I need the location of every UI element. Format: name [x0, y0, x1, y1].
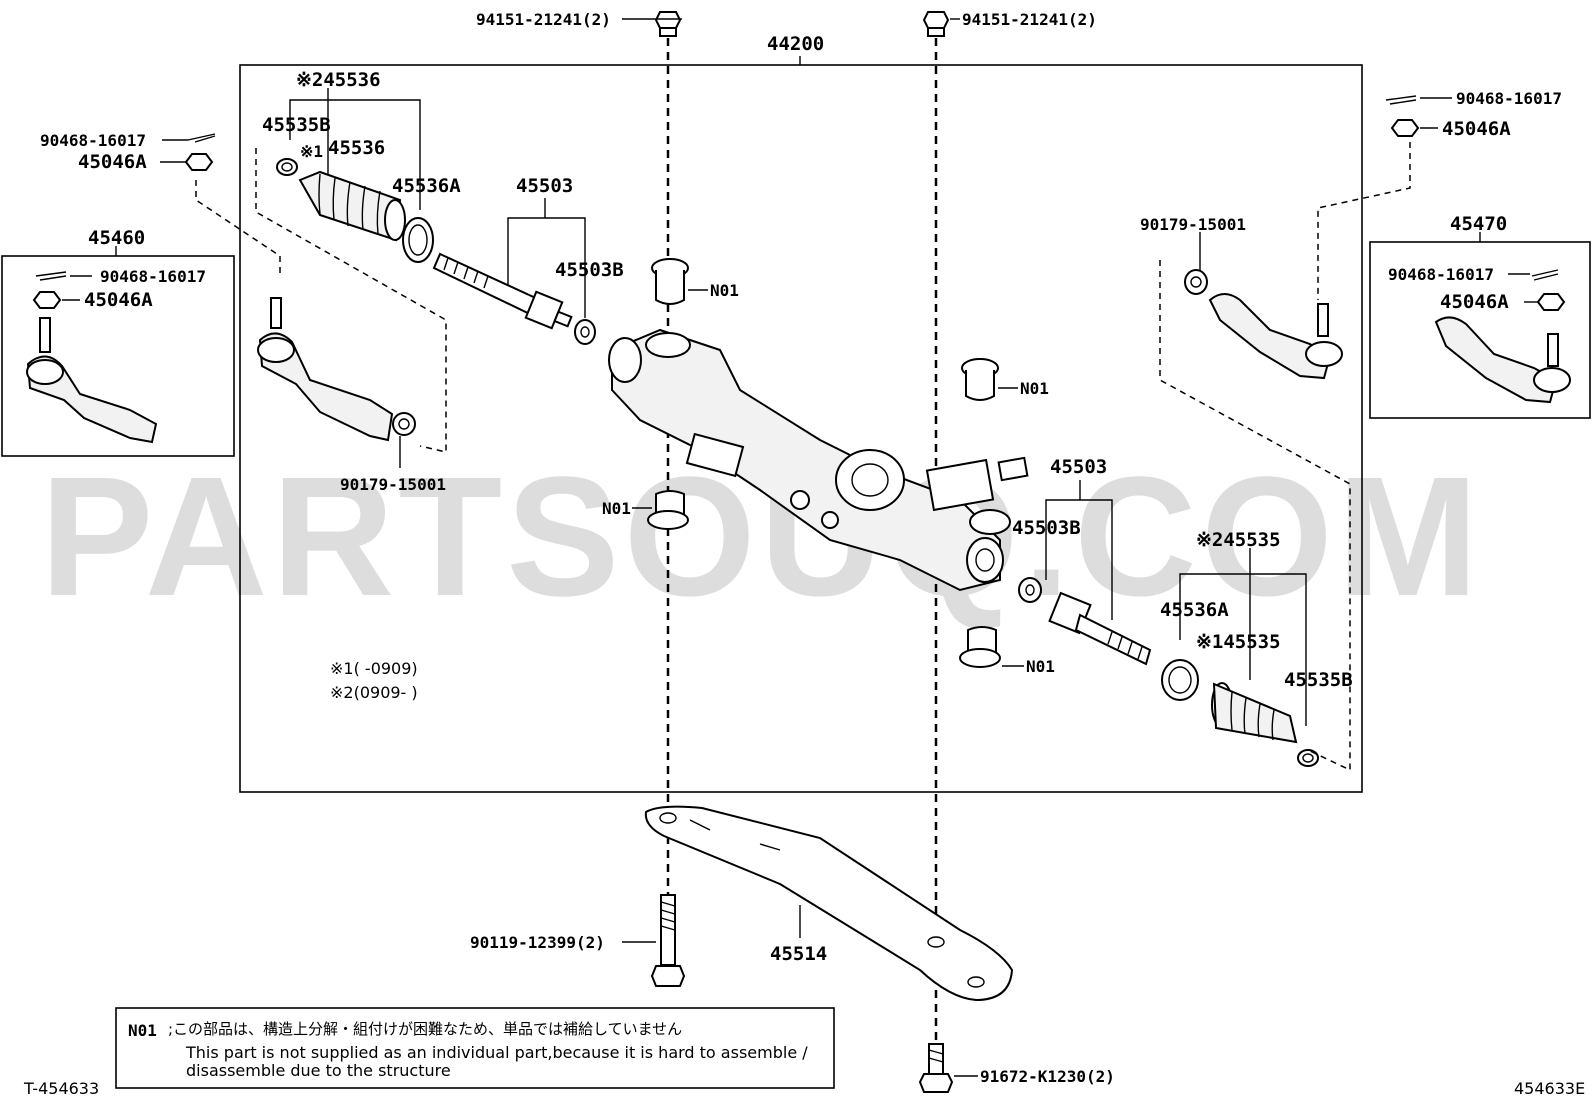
label-90468-16017-right-inset[interactable]: 90468-16017: [1388, 265, 1494, 284]
bushing-n01-mid-left: [647, 490, 689, 530]
label-90468-16017-left-inset[interactable]: 90468-16017: [100, 267, 206, 286]
rack-end-right: [1048, 591, 1152, 666]
exploded-outline-left: [255, 148, 447, 453]
illustration-id-right: 454633E: [1514, 1079, 1585, 1098]
cushion-left: [392, 412, 416, 436]
label-45535b-right[interactable]: 45535B: [1284, 669, 1353, 691]
label-45046a-left-inset[interactable]: 45046A: [84, 289, 153, 311]
cushion-right: [1184, 269, 1208, 295]
exploded-outline-right: [1159, 260, 1351, 772]
label-45536a-right[interactable]: 45536A: [1160, 599, 1229, 621]
label-90179-15001-left[interactable]: 90179-15001: [340, 475, 446, 494]
label-44200[interactable]: 44200: [767, 33, 824, 55]
bolt-top-left: [654, 11, 682, 37]
legend-code: N01: [128, 1021, 157, 1040]
label-ref1-45535[interactable]: ※145535: [1196, 631, 1281, 653]
label-45503b-left[interactable]: 45503B: [555, 259, 624, 281]
label-45046a-left-outer[interactable]: 45046A: [78, 151, 147, 173]
label-ref2-45535[interactable]: ※245535: [1196, 529, 1281, 551]
tie-rod-end-left: [257, 297, 394, 442]
legend-box: [115, 1007, 835, 1089]
label-ref2-45536[interactable]: ※245536: [296, 69, 381, 91]
washer-right: [1018, 577, 1042, 603]
illustration-id-left: T-454633: [23, 1079, 99, 1098]
label-94151-21241-left[interactable]: 94151-21241(2): [476, 10, 611, 29]
boot-clamp-ring-right: [1161, 659, 1199, 701]
bushing-n01-top: [651, 258, 689, 305]
label-90468-16017-right-outer[interactable]: 90468-16017: [1456, 89, 1562, 108]
label-n01-mid-right[interactable]: N01: [1020, 379, 1049, 398]
label-90179-15001-right[interactable]: 90179-15001: [1140, 215, 1246, 234]
label-45503-right[interactable]: 45503: [1050, 456, 1107, 478]
label-45503b-right[interactable]: 45503B: [1012, 517, 1081, 539]
washer-left: [574, 319, 596, 345]
tie-rod-end-right: [1208, 293, 1343, 380]
legend-english-line1: This part is not supplied as an individu…: [185, 1043, 808, 1062]
boot-clamp-right: [1297, 749, 1319, 767]
steering-boot-right: [1211, 682, 1298, 744]
label-45514[interactable]: 45514: [770, 943, 827, 965]
label-45536a-left[interactable]: 45536A: [392, 175, 461, 197]
assembly-frame: [239, 64, 1363, 793]
cotter-pin-left-outer: [187, 133, 216, 143]
tie-rod-end-left-inset: [26, 317, 158, 444]
cotter-pin-right-inset: [1531, 269, 1559, 281]
bolt-top-right: [922, 11, 950, 37]
steering-boot-left: [298, 170, 406, 242]
bushing-n01-mid-right: [961, 358, 999, 401]
legend-japanese: ;この部品は、構造上分解・組付けが困難なため、単品では補給していません: [168, 1020, 682, 1038]
castle-nut-right-outer: [1390, 119, 1420, 137]
rack-end-left: [432, 252, 573, 330]
bushing-n01-bottom: [959, 626, 1001, 668]
legend-english-line2: disassemble due to the structure: [186, 1061, 451, 1080]
label-45536[interactable]: 45536: [328, 137, 385, 159]
castle-nut-left-outer: [184, 153, 214, 171]
bolt-lower: [650, 894, 686, 987]
label-45460[interactable]: 45460: [88, 227, 145, 249]
steering-gear-housing: [608, 328, 1029, 592]
label-n01-top[interactable]: N01: [710, 281, 739, 300]
footnote-ref1: ※1( -0909): [330, 659, 418, 678]
cotter-pin-right-outer: [1385, 95, 1417, 105]
castle-nut-right-inset: [1536, 293, 1566, 311]
footnote-ref2: ※2(0909- ): [330, 683, 418, 702]
label-45470[interactable]: 45470: [1450, 213, 1507, 235]
boot-clamp-left: [276, 158, 298, 176]
label-90119-12399[interactable]: 90119-12399(2): [470, 933, 605, 952]
label-94151-21241-right[interactable]: 94151-21241(2): [962, 10, 1097, 29]
inset-tie-rod-end-left: [1, 255, 235, 457]
label-45535b-left[interactable]: 45535B: [262, 114, 331, 136]
label-45046a-right-outer[interactable]: 45046A: [1442, 118, 1511, 140]
label-n01-bottom[interactable]: N01: [1026, 657, 1055, 676]
cotter-pin-left-inset: [35, 271, 67, 281]
tie-rod-end-right-inset: [1434, 316, 1571, 404]
label-ref1-left[interactable]: ※1: [300, 142, 323, 161]
label-91672-k1230[interactable]: 91672-K1230(2): [980, 1067, 1115, 1086]
label-45503-left[interactable]: 45503: [516, 175, 573, 197]
castle-nut-left-inset: [32, 291, 62, 309]
label-n01-mid-left[interactable]: N01: [602, 499, 631, 518]
label-45046a-right-inset[interactable]: 45046A: [1440, 291, 1509, 313]
bolt-bottom: [918, 1043, 954, 1093]
boot-clamp-ring-left: [402, 217, 434, 263]
label-90468-16017-left-outer[interactable]: 90468-16017: [40, 131, 146, 150]
crossmember-bracket: [644, 805, 1014, 1002]
